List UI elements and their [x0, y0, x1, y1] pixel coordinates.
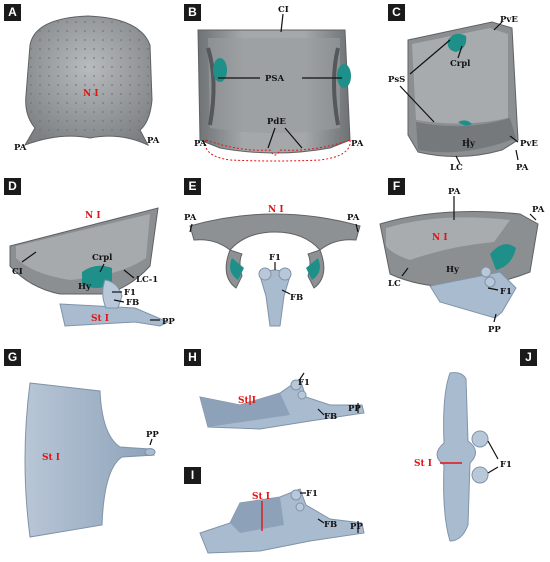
notum-sternum-anterior-view: N I PA PA F1 FB — [184, 205, 361, 327]
label-ci: CI — [278, 5, 289, 15]
notum-sternum-lateral-view: N I CI Crpl LC-1 Hy F1 FB St I PP — [9, 207, 175, 327]
label-pa-right: PA — [147, 136, 160, 146]
label-pa-left: PA — [184, 213, 197, 223]
panel-g: G St I PP — [0, 345, 180, 562]
label-pp: PP — [162, 317, 175, 327]
sternum-ventral-view: St I PP — [24, 382, 159, 538]
notum-ventral-view: CI PSA PdE PA PA — [194, 5, 364, 162]
label-pve-top: PvE — [500, 15, 518, 25]
label-psa: PSA — [265, 74, 285, 84]
pseudospiracle-right — [337, 64, 351, 88]
panel-letter-j: J — [520, 349, 537, 366]
panel-letter-a: A — [4, 4, 21, 21]
panel-letter-f: F — [388, 178, 405, 195]
panel-letter-g: G — [4, 349, 21, 366]
sternum-lateral-view: F1 St I FB PP — [199, 372, 365, 430]
label-hy: Hy — [462, 139, 476, 149]
label-fb: FB — [324, 412, 337, 422]
label-ci: CI — [12, 267, 23, 277]
label-crpl: Crpl — [92, 253, 113, 263]
panel-letter-h: H — [184, 349, 201, 366]
panel-a: A N I PA PA — [0, 0, 180, 172]
label-pa-left: PA — [14, 143, 27, 153]
label-ni: N I — [83, 89, 99, 99]
label-pss: PsS — [388, 75, 405, 85]
panel-letter-i: I — [184, 467, 201, 484]
label-fb: FB — [324, 520, 337, 530]
panel-letter-b: B — [184, 4, 201, 21]
label-pp: PP — [146, 430, 159, 440]
label-f1: F1 — [500, 460, 512, 470]
label-pa: PA — [516, 163, 529, 172]
label-lc: LC — [388, 279, 401, 289]
sternum-shape — [24, 382, 155, 538]
panel-letter-d: D — [4, 178, 21, 195]
label-pve-bottom: PvE — [520, 139, 538, 149]
notum-sternum-oblique-view: PA PA N I Hy LC F1 PP — [379, 187, 545, 335]
notum-dorsal-view: N I PA PA — [14, 15, 160, 153]
sternum-lateral-oblique-view: St I F1 FB PP — [199, 488, 365, 554]
pseudospiracle-left — [213, 58, 227, 82]
label-pde: PdE — [267, 117, 286, 127]
label-hy: Hy — [78, 282, 92, 292]
label-sti: St I — [252, 492, 270, 502]
label-sti: St I — [238, 396, 256, 406]
label-pp: PP — [348, 404, 361, 414]
label-f1: F1 — [306, 489, 318, 499]
label-pp: PP — [488, 325, 501, 335]
panel-d: D N I CI Crpl LC-1 Hy F1 FB St I PP — [0, 176, 180, 336]
label-hy: Hy — [446, 265, 460, 275]
label-fb: FB — [126, 298, 139, 308]
panel-c: C PvE Crpl PsS PvE Hy LC PA — [370, 0, 550, 172]
panel-letter-c: C — [388, 4, 405, 21]
panel-j: J St I F1 — [370, 345, 550, 562]
label-f1: F1 — [298, 378, 310, 388]
panel-letter-e: E — [184, 178, 201, 195]
label-ni: N I — [268, 205, 284, 215]
label-f1: F1 — [124, 288, 136, 298]
label-pa-right: PA — [532, 205, 545, 215]
label-pa-right: PA — [351, 139, 364, 149]
cartilage-crpl — [490, 244, 516, 270]
label-sti: St I — [42, 453, 60, 463]
label-ni: N I — [85, 211, 101, 221]
panel-e: E N I PA PA F1 FB — [180, 176, 370, 336]
label-fb: FB — [290, 293, 303, 303]
label-f1: F1 — [269, 253, 281, 263]
label-pa-left: PA — [194, 139, 207, 149]
panel-b: B CI PSA PdE PA PA — [180, 0, 370, 172]
sternum-shape — [59, 303, 170, 327]
label-sti: St I — [414, 459, 432, 469]
label-pa-right: PA — [347, 213, 360, 223]
sternum-shape — [436, 372, 476, 542]
panel-h: H F1 St I FB PP — [180, 345, 370, 457]
sternum-dorsal-view: St I F1 — [414, 372, 512, 542]
notum-lateral-posterior-view: PvE Crpl PsS PvE Hy LC PA — [388, 15, 538, 172]
label-pp: PP — [350, 522, 363, 532]
panel-f: F PA PA N I Hy LC F1 PP — [370, 176, 550, 336]
label-crpl: Crpl — [450, 59, 471, 69]
panel-i: I St I F1 FB PP — [180, 463, 370, 562]
label-lc1: LC-1 — [136, 275, 158, 285]
label-sti: St I — [91, 314, 109, 324]
label-f1: F1 — [500, 287, 512, 297]
label-ni: N I — [432, 233, 448, 243]
label-lc: LC — [450, 163, 463, 172]
label-pa-top: PA — [448, 187, 461, 197]
